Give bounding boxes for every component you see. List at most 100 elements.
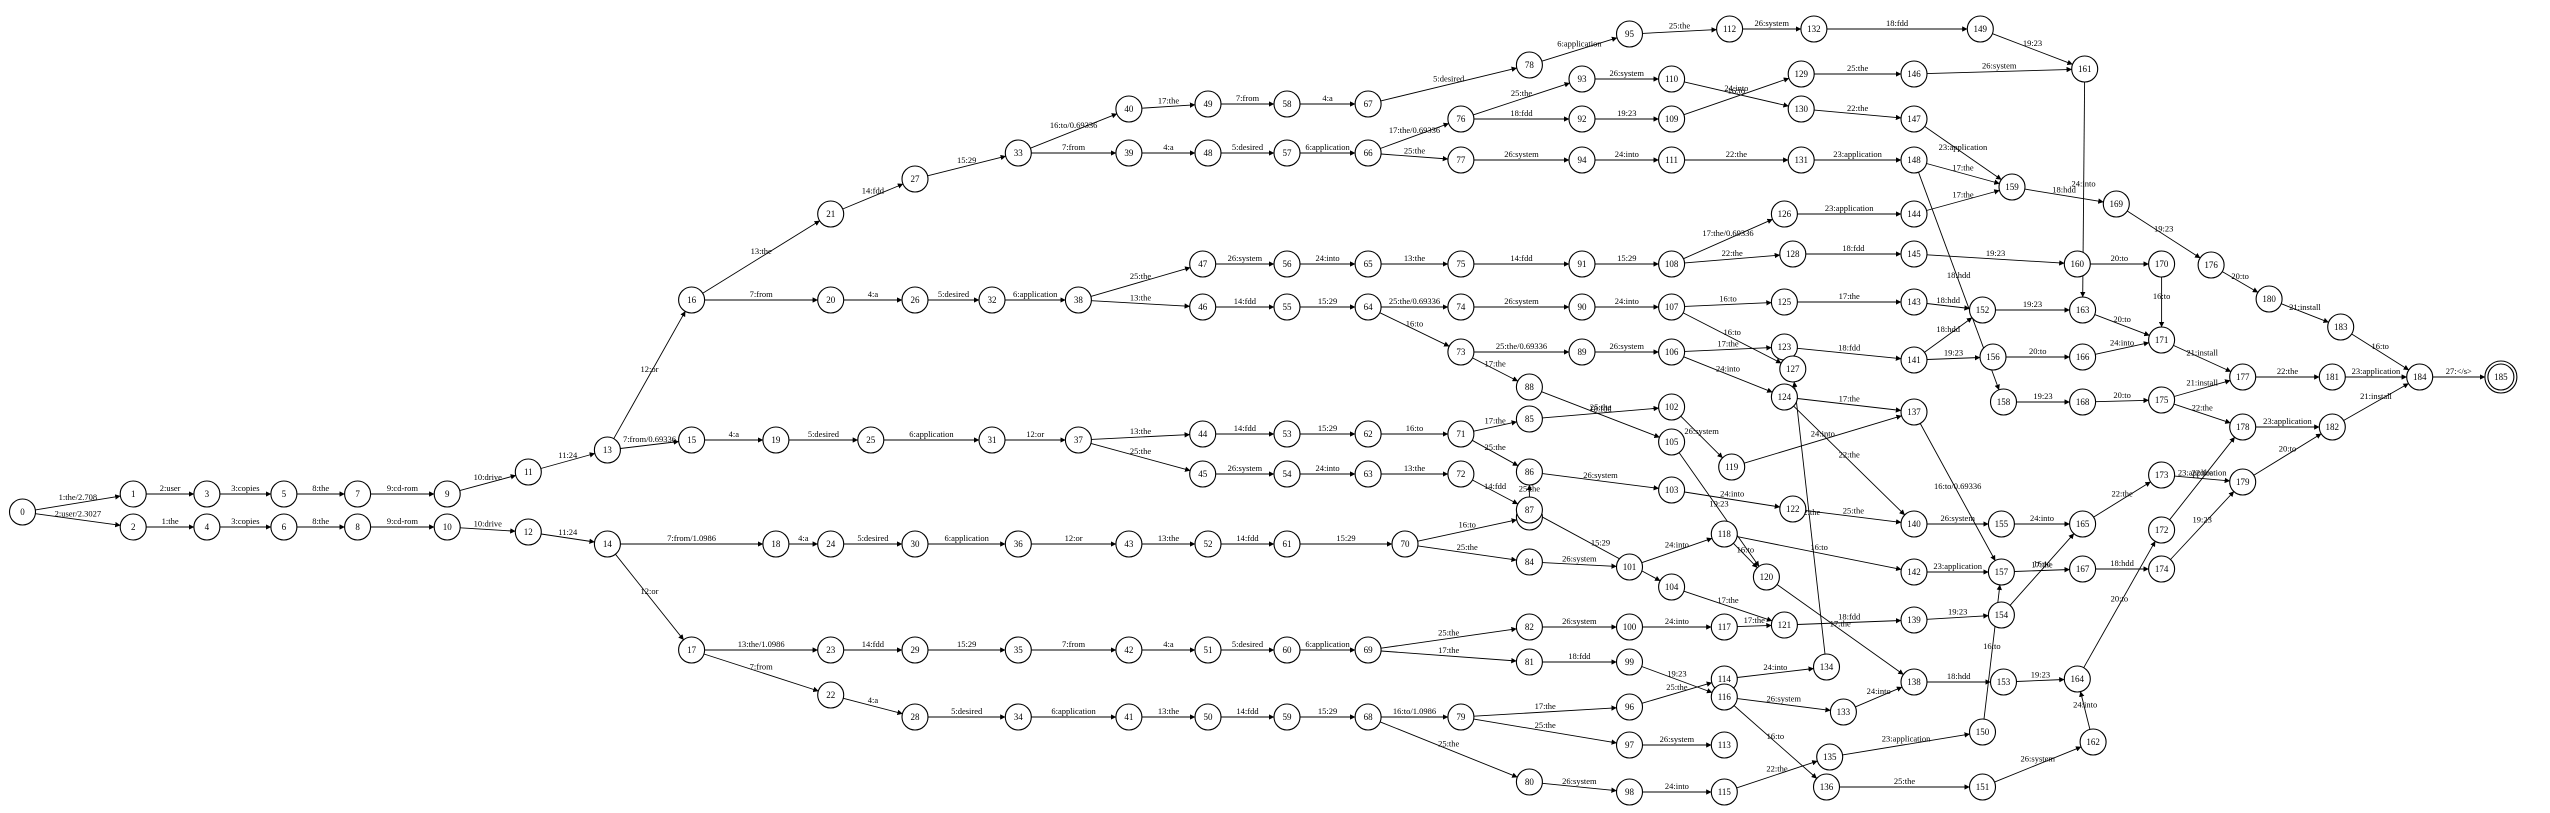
state-circle: [119, 513, 147, 541]
edge-126-144: 23:application: [1797, 203, 1902, 217]
state-circle: [2229, 413, 2257, 441]
state-label: 60: [1283, 645, 1293, 655]
edge-label: 27:</s>: [2446, 366, 2472, 376]
edge-label: 23:application: [2352, 366, 2401, 376]
state-node-75: 75: [1447, 250, 1475, 278]
edge-line: [1805, 510, 1902, 525]
state-label: 173: [2155, 470, 2169, 480]
edge-129-146: 25:the: [1814, 63, 1902, 77]
state-node-104: 104: [1658, 573, 1686, 601]
edge-27-33: 15:29: [927, 154, 1006, 177]
state-node-98: 98: [1615, 778, 1644, 806]
edge-label: 24:into: [2110, 338, 2134, 348]
state-circle: [1568, 338, 1596, 366]
state-label: 113: [1718, 740, 1732, 750]
state-circle: [1770, 611, 1798, 639]
edge-label: 16:to: [1723, 327, 1740, 337]
state-node-102: 102: [1658, 393, 1686, 421]
edge-line: [1814, 109, 1902, 121]
edge-61-70: 15:29: [1300, 533, 1393, 547]
edge-label: 25:the: [1404, 146, 1425, 156]
edge-170-171: 16:to: [2153, 277, 2170, 328]
edge-label: 19:23: [2023, 38, 2042, 48]
edge-line: [1090, 442, 1191, 472]
edge-line: [1471, 439, 1519, 467]
state-label: 14: [603, 539, 613, 549]
state-circle: [1752, 563, 1780, 591]
edge-label: 25:the: [1484, 442, 1505, 452]
edge-69-81: 17:the: [1381, 645, 1517, 664]
edge-label: 16:to: [1406, 423, 1423, 433]
edge-69-82: 25:the: [1380, 626, 1517, 649]
state-circle: [1515, 458, 1543, 486]
edge-line: [1380, 66, 1517, 102]
state-label: 0: [20, 507, 25, 517]
state-label: 112: [1723, 24, 1736, 34]
state-node-125: 125: [1770, 288, 1798, 316]
state-node-60: 60: [1273, 636, 1301, 664]
state-label: 70: [1401, 539, 1411, 549]
edge-70-83: 16:to: [1417, 518, 1517, 542]
state-node-14: 14: [593, 530, 621, 558]
state-node-73: 73: [1447, 338, 1475, 366]
edge-label: 15:29: [1617, 253, 1636, 263]
state-label: 63: [1364, 469, 1374, 479]
state-label: 43: [1124, 539, 1134, 549]
edge-label: 16:to: [1810, 542, 1827, 552]
edge-label: 7:from: [750, 662, 774, 672]
edge-80-98: 26:system: [1542, 776, 1617, 793]
edge-line: [1736, 760, 1818, 789]
state-node-122: 122: [1779, 495, 1807, 523]
state-label: 16: [687, 295, 697, 305]
edge-line: [1542, 405, 1659, 419]
state-node-133: 133: [1829, 698, 1857, 726]
state-node-117: 117: [1710, 613, 1738, 641]
edge-label: 25:the: [1666, 682, 1687, 692]
edge-label: 4:a: [1163, 639, 1174, 649]
edge-38-47: 25:the: [1090, 266, 1191, 297]
state-node-175: 175: [2148, 386, 2176, 414]
edge-line: [1855, 686, 1903, 708]
edge-label: 13:the: [1404, 463, 1425, 473]
state-circle: [1447, 293, 1475, 321]
state-label: 128: [1786, 249, 1800, 259]
state-circle: [1710, 778, 1738, 806]
edge-label: 16:to: [1406, 319, 1423, 329]
state-node-7: 7: [344, 480, 372, 508]
state-node-4: 4: [193, 513, 221, 541]
state-node-139: 139: [1900, 606, 1928, 634]
state-circle: [1900, 146, 1928, 174]
state-node-153: 153: [1989, 668, 2018, 696]
state-circle: [1273, 420, 1301, 448]
state-label: 78: [1525, 60, 1535, 70]
edge-label: 19:23: [2023, 299, 2042, 309]
edge-76-92: 18:fdd: [1473, 108, 1570, 122]
state-label: 88: [1525, 382, 1535, 392]
state-circle: [762, 426, 790, 454]
edge-label: 22:the: [2277, 366, 2298, 376]
edge-152-163: 19:23: [1995, 299, 2070, 313]
state-label: 101: [1623, 562, 1637, 572]
state-node-179: 179: [2229, 468, 2257, 496]
state-node-43: 43: [1115, 530, 1143, 558]
edge-86-103: 26:system: [1542, 470, 1659, 491]
edge-label: 15:29: [1336, 533, 1355, 543]
state-node-107: 107: [1658, 293, 1686, 321]
edge-169-176: 19:23: [2126, 210, 2201, 259]
edge-165-173: 22:the: [2093, 481, 2151, 518]
edge-162-164: 24:into: [2073, 691, 2097, 730]
state-circle: [1568, 250, 1596, 278]
state-node-94: 94: [1568, 146, 1596, 174]
edge-label: 2:user: [160, 483, 181, 493]
edge-118-120: 16:to: [1733, 542, 1758, 569]
edge-123-141: 18:fdd: [1797, 343, 1902, 361]
edge-122-140: 25:the: [1805, 506, 1902, 525]
state-label: 102: [1665, 402, 1679, 412]
edge-line: [2343, 383, 2409, 421]
edge-71-86: 25:the: [1471, 439, 1519, 467]
state-label: 176: [2204, 260, 2218, 270]
state-node-86: 86: [1515, 458, 1543, 486]
state-node-159: 159: [1998, 173, 2026, 201]
edge-label: 4:a: [1163, 142, 1174, 152]
edge-67-78: 5:desired: [1380, 66, 1517, 102]
